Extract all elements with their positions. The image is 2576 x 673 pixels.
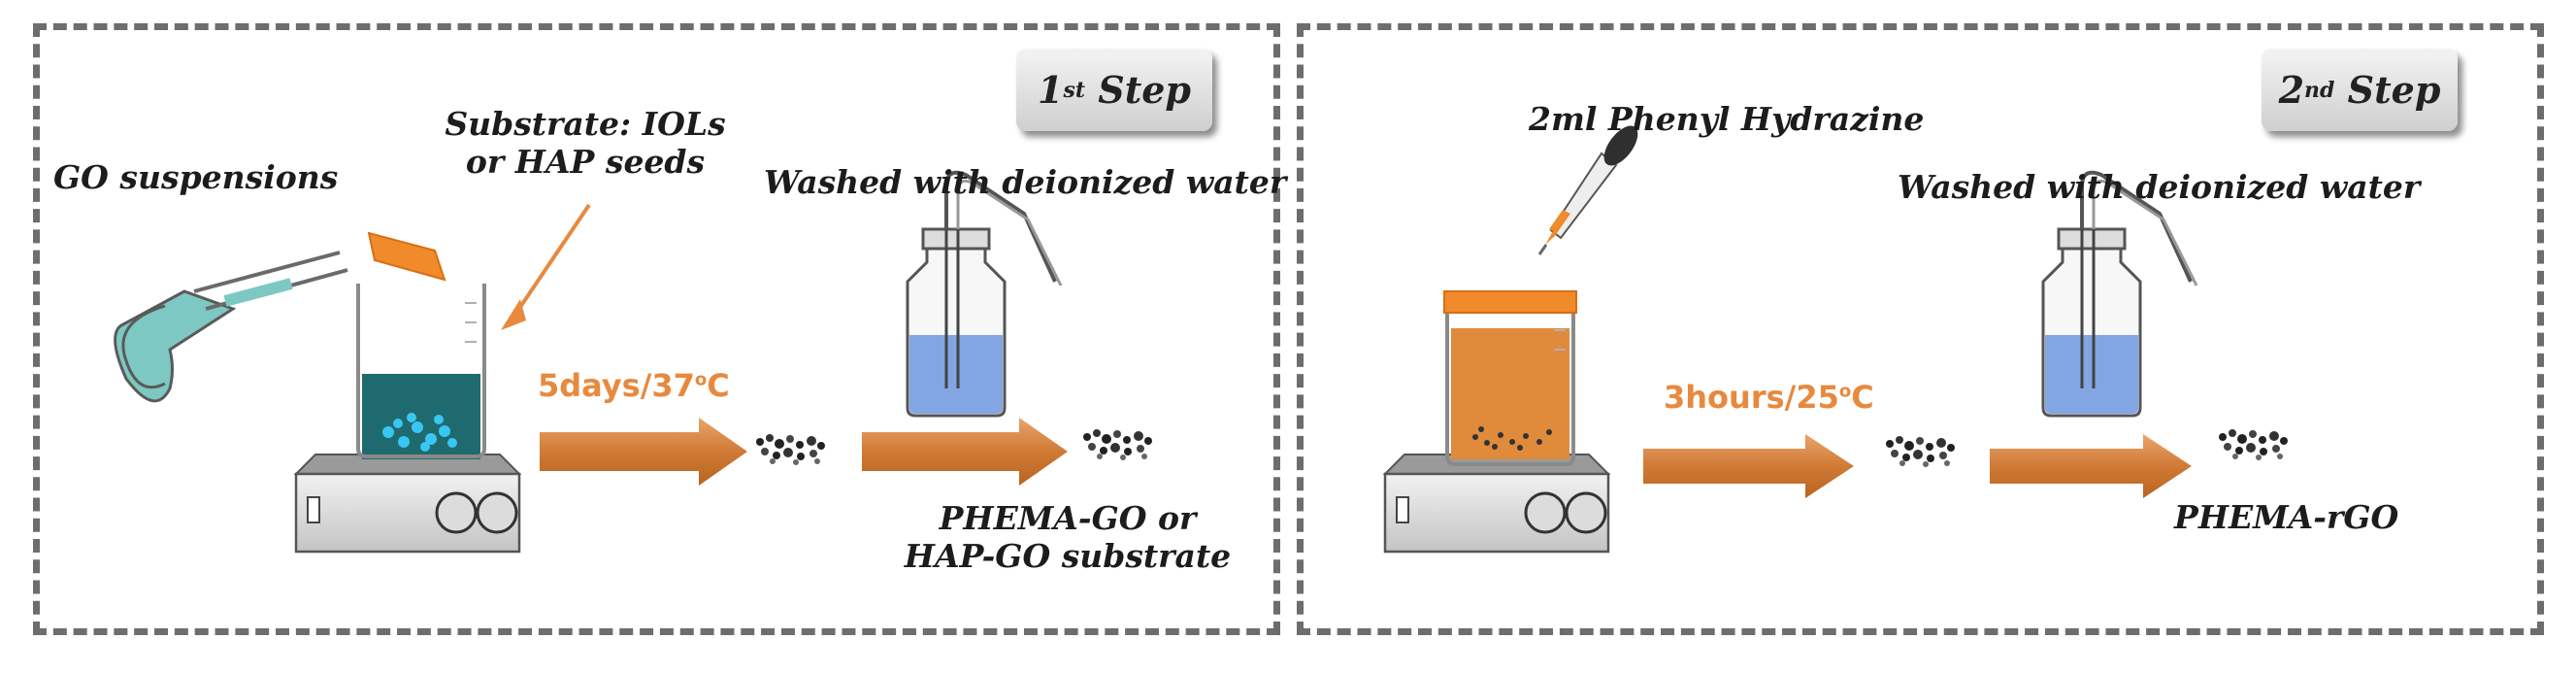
condition-step2: 3hours/25oC <box>1664 379 1874 416</box>
condition-step1: 5days/37oC <box>538 367 730 404</box>
wash-label-step2: Washed with deionized water <box>1898 168 2421 206</box>
step1-panel <box>33 23 1280 635</box>
go-suspensions-label: GO suspensions <box>53 158 339 196</box>
substrate-label: Substrate: IOLs or HAP seeds <box>445 105 726 181</box>
particles-1 <box>756 434 825 465</box>
arrow-step1-a <box>540 418 747 486</box>
product-label-step1: PHEMA-GO or HAP-GO substrate <box>904 499 1232 575</box>
particles-4 <box>2219 429 2288 460</box>
arrow-step2-b <box>1990 434 2192 498</box>
phenyl-hydrazine-label: 2ml Phenyl Hydrazine <box>1529 100 1925 138</box>
substrate-icon <box>367 231 446 282</box>
arrow-step1-b <box>862 418 1068 486</box>
dropper-icon <box>1537 125 1638 255</box>
hotplate-1 <box>294 453 521 554</box>
wash-bottle-2 <box>2041 170 2198 418</box>
beaker-1 <box>356 282 486 459</box>
go-flask-icon <box>114 251 348 403</box>
wash-bottle-1 <box>906 170 1063 418</box>
arrow-step2-a <box>1643 434 1854 498</box>
substrate-arrow <box>511 203 591 320</box>
hotplate-2 <box>1383 453 1610 554</box>
step2-panel <box>1297 23 2544 635</box>
particles-2 <box>1083 429 1152 460</box>
beaker-2 <box>1443 289 1577 466</box>
particles-3 <box>1886 436 1955 467</box>
product-label-step2: PHEMA-rGO <box>2174 498 2399 536</box>
wash-label-step1: Washed with deionized water <box>764 163 1287 201</box>
